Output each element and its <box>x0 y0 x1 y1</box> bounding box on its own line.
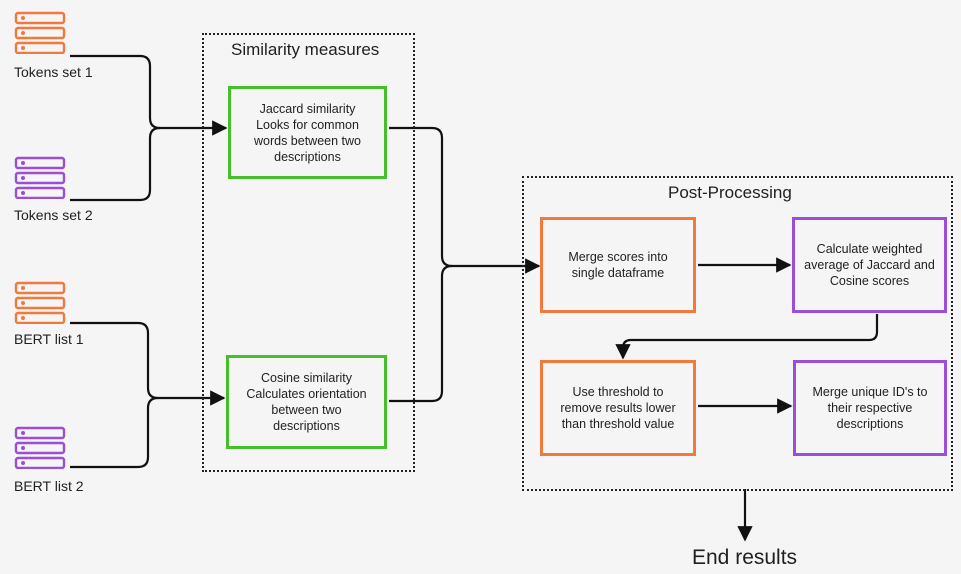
connector-tokens2 <box>70 126 161 202</box>
bert-list-1-label: BERT list 1 <box>14 331 84 347</box>
connector-bert1 <box>70 321 226 406</box>
post-processing-group <box>522 176 953 491</box>
server-stack-icon <box>14 11 66 54</box>
similarity-measures-title: Similarity measures <box>231 40 380 59</box>
merge-ids-text: Merge unique ID's to their respective de… <box>812 385 928 431</box>
server-stack-icon <box>14 156 66 199</box>
merge-scores-box: Merge scores into single dataframe <box>540 217 696 313</box>
connector-cosine-out <box>389 264 453 403</box>
server-stack-icon <box>14 426 66 469</box>
weighted-average-text: Calculate weighted average of Jaccard an… <box>804 242 935 288</box>
server-stack-icon <box>14 281 66 324</box>
bert-list-2-label: BERT list 2 <box>14 478 84 494</box>
cosine-similarity-box: Cosine similarity Calculates orientation… <box>226 355 387 449</box>
end-results-label: End results <box>692 546 798 569</box>
connector-bert2 <box>70 396 159 469</box>
threshold-text: Use threshold to remove results lower th… <box>560 385 676 431</box>
post-processing-title: Post-Processing <box>668 183 792 202</box>
weighted-average-box: Calculate weighted average of Jaccard an… <box>792 217 947 313</box>
similarity-measures-group <box>202 33 415 472</box>
tokens-set-1-label: Tokens set 1 <box>14 64 93 80</box>
cosine-similarity-text: Cosine similarity Calculates orientation… <box>246 371 367 433</box>
merge-scores-text: Merge scores into single dataframe <box>568 250 668 280</box>
threshold-box: Use threshold to remove results lower th… <box>540 360 696 456</box>
jaccard-similarity-box: Jaccard similarity Looks for common word… <box>228 86 387 179</box>
connector-weighted-threshold <box>615 314 879 360</box>
tokens-set-2-label: Tokens set 2 <box>14 207 93 223</box>
merge-ids-box: Merge unique ID's to their respective de… <box>793 360 947 456</box>
jaccard-similarity-text: Jaccard similarity Looks for common word… <box>253 101 361 164</box>
